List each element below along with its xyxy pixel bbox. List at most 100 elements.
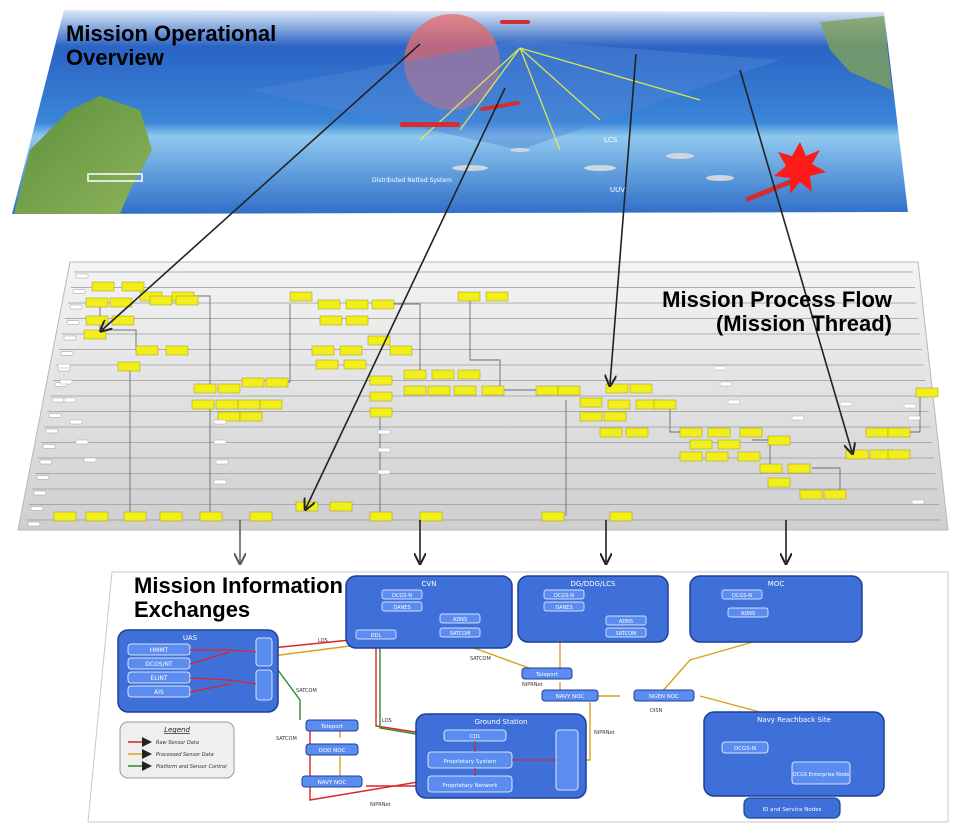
process-step	[241, 377, 265, 388]
process-step	[653, 399, 677, 410]
navy-noc-node-upper[interactable]: NAVY NOC	[541, 689, 599, 702]
process-step	[541, 511, 565, 522]
dg-item-adns: ADNS	[619, 619, 633, 625]
process-step	[175, 295, 199, 306]
lane-header	[39, 459, 53, 465]
legend-title: Legend	[164, 726, 190, 734]
process-step	[121, 281, 145, 292]
lane-header	[66, 320, 80, 325]
lane-header	[51, 397, 65, 403]
ground-item-proprietary-network: Proprietary Network	[442, 783, 498, 789]
process-step	[787, 463, 811, 474]
process-step	[369, 511, 393, 522]
process-step	[915, 387, 939, 398]
link-labels: SATCOM SATCOM SATCOM LOS LOS NIPRNet NIP…	[276, 638, 662, 808]
process-step	[311, 345, 335, 356]
process-step	[345, 315, 369, 326]
process-step	[317, 299, 341, 310]
lane-header	[36, 475, 50, 480]
process-milestone	[57, 363, 71, 369]
process-step	[609, 511, 633, 522]
navy-noc-node-lower[interactable]: NAVY NOC	[301, 775, 363, 788]
process-step	[453, 385, 477, 396]
lane-header	[63, 335, 77, 341]
coastline-left	[14, 96, 152, 214]
link-label-niprnet-3: NIPRNet	[370, 802, 391, 808]
process-step	[85, 315, 109, 326]
process-step	[367, 335, 391, 346]
id-service-nodes[interactable]: ID and Service Nodes	[743, 797, 841, 819]
ground-item-cdl: CDL	[469, 734, 481, 740]
process-step	[457, 291, 481, 302]
exchanges-title-line-2: Exchanges	[134, 597, 251, 622]
dg-item-dcgs: DCGS-N	[554, 593, 574, 599]
process-step	[887, 427, 911, 438]
process-step	[217, 411, 241, 422]
moc-node[interactable]: MOC DCGS-N ADNS	[689, 575, 863, 643]
process-step	[369, 407, 393, 418]
lane-header	[45, 428, 59, 434]
process-milestone	[791, 415, 805, 421]
link-label-niprnet-1: NIPRNet	[522, 682, 543, 688]
dg-ddg-lcs-node[interactable]: DG/DDG/LCS DCGS-N DANES ADNS SATCOM	[517, 575, 669, 643]
ngen-noc-node[interactable]: NGEN NOC	[633, 689, 695, 702]
process-step	[431, 369, 455, 380]
overview-label-lcs: LCS	[604, 136, 618, 144]
ground-item-proprietary-system: Proprietary System	[444, 759, 497, 765]
platform-markers	[400, 20, 793, 202]
ground-station-node[interactable]: Ground Station CDL Proprietary System Pr…	[415, 713, 587, 799]
uas-node[interactable]: UAS HMMT DCGS/NT ELINT AIS	[117, 629, 279, 713]
legend-raw-sensor: Raw Sensor Data	[156, 740, 199, 746]
process-step	[887, 449, 911, 460]
process-milestone	[59, 379, 73, 385]
process-step	[679, 451, 703, 462]
ngen-noc-label: NGEN NOC	[649, 694, 679, 700]
process-step	[389, 345, 413, 356]
teleport-node-lower[interactable]: Teleport	[305, 719, 359, 732]
process-milestone	[63, 397, 77, 403]
process-milestone	[213, 419, 227, 425]
navy-reachback-node[interactable]: Navy Reachback Site DCGS-N DCGS Enterpri…	[703, 711, 885, 797]
process-milestone	[719, 381, 733, 387]
cvn-item-ddl: DDL	[371, 633, 382, 639]
area-of-interest-circle	[404, 14, 500, 110]
process-milestone	[213, 479, 227, 485]
scene-legend-box	[87, 173, 143, 182]
process-step	[705, 451, 729, 462]
process-step	[625, 427, 649, 438]
ocean-scene-panel	[12, 10, 908, 214]
process-title-line-1: Mission Process Flow	[662, 287, 892, 312]
dod-noc-node[interactable]: DOD NOC	[305, 743, 359, 756]
uas-title: UAS	[183, 634, 198, 642]
cvn-node[interactable]: CVN DCGS-N DANES DDL ADNS SATCOM	[345, 575, 513, 649]
process-step	[83, 329, 107, 340]
overview-label-distributed-netted-system: Distributed Netted System	[372, 177, 452, 184]
moc-item-adns: ADNS	[741, 611, 755, 617]
process-step	[85, 297, 109, 308]
process-milestone	[75, 439, 89, 445]
moc-title: MOC	[768, 580, 785, 588]
teleport-node-upper[interactable]: Teleport	[521, 667, 573, 680]
lane-header	[60, 351, 74, 356]
overview-title-line-2: Overview	[66, 45, 164, 70]
overview-title: Mission Operational Overview	[66, 22, 276, 70]
process-step	[193, 383, 217, 394]
link-label-los-1: LOS	[318, 638, 328, 644]
process-step	[403, 385, 427, 396]
process-step	[845, 449, 869, 460]
process-step	[707, 427, 731, 438]
process-milestone	[213, 439, 227, 445]
process-step	[191, 399, 215, 410]
lane-header	[48, 413, 62, 418]
process-step	[679, 427, 703, 438]
process-title: Mission Process Flow (Mission Thread)	[662, 288, 892, 336]
process-step	[343, 359, 367, 370]
process-step	[427, 385, 451, 396]
dg-item-satcom: SATCOM	[616, 631, 637, 637]
arrow-overview-1	[102, 43, 421, 330]
legend-platform-control: Platform and Sensor Control	[156, 764, 227, 770]
process-step	[215, 399, 239, 410]
swimlanes	[25, 271, 941, 521]
process-step	[823, 489, 847, 500]
dod-noc-label: DOD NOC	[319, 748, 346, 754]
